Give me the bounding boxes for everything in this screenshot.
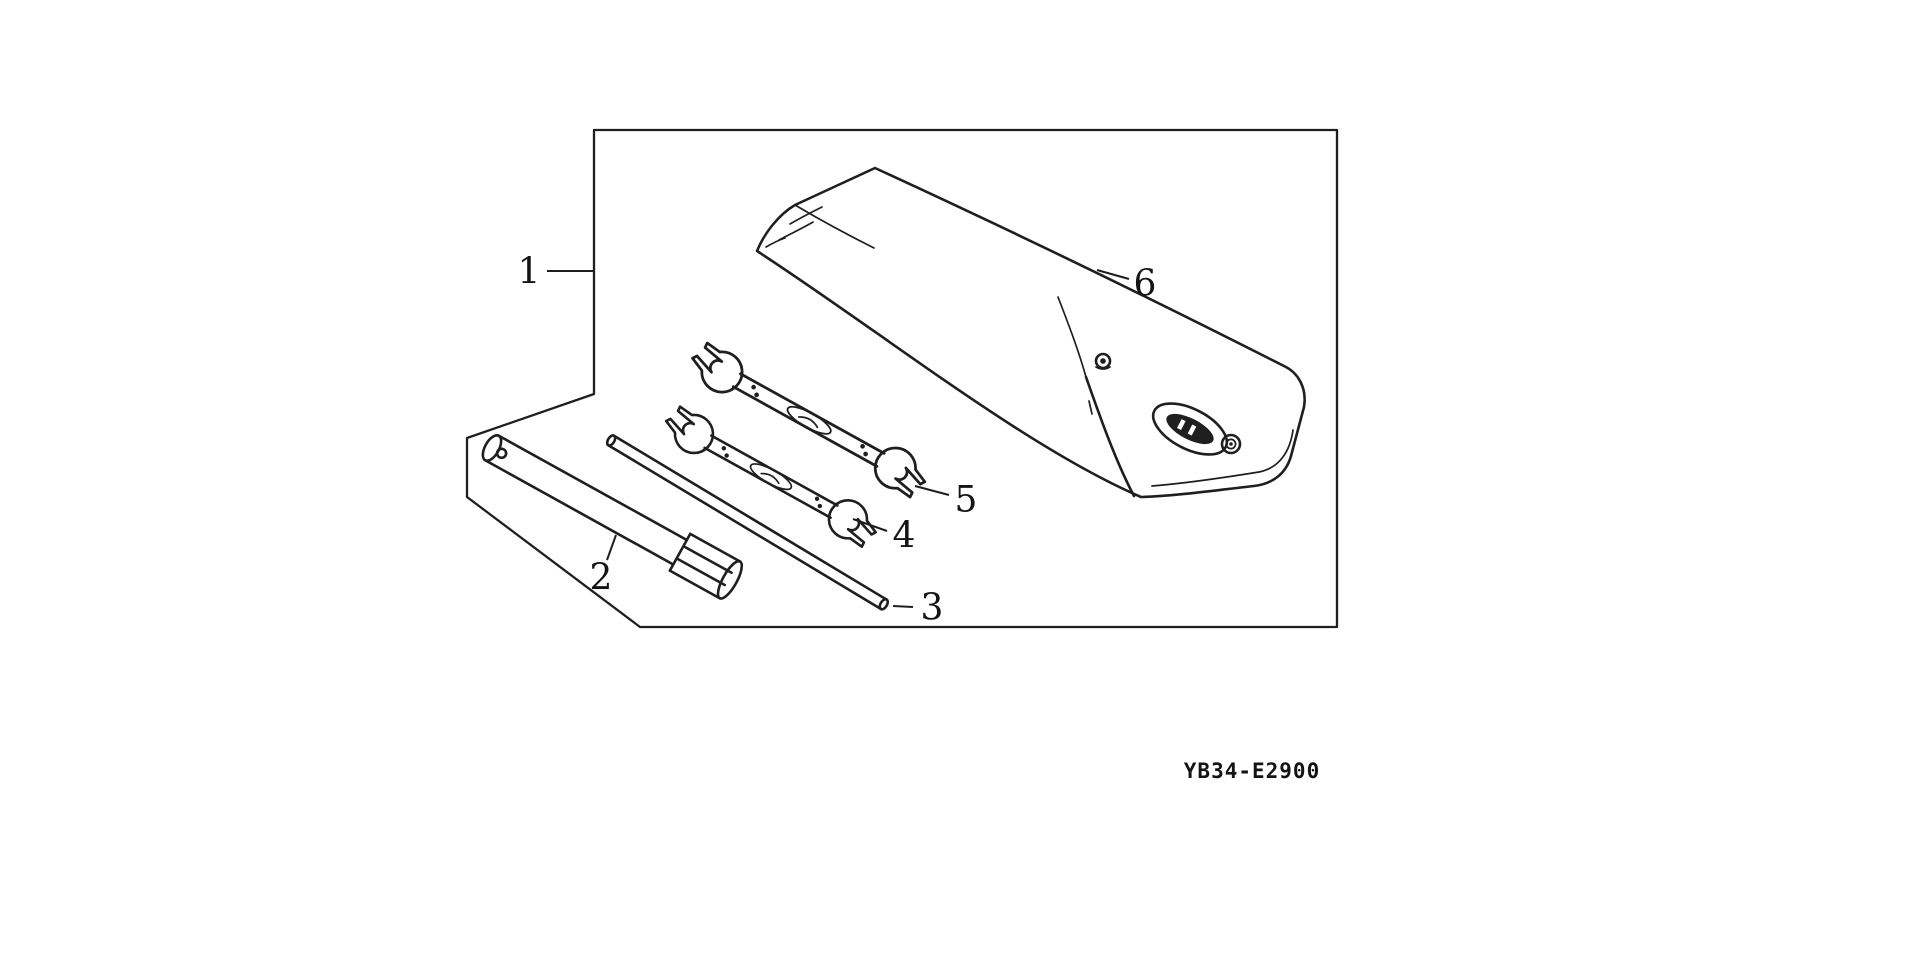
- tube-body: [483, 434, 689, 566]
- logo-letter: [1177, 419, 1186, 431]
- diagram-code: YB34-E2900: [1184, 759, 1320, 783]
- size-stamp-dot: [724, 453, 729, 458]
- snap-stud: [1094, 352, 1112, 370]
- size-stamp-dot: [721, 446, 727, 451]
- part-1-toolkit-outline: [465, 128, 1339, 629]
- snap-back-dot: [1229, 442, 1233, 446]
- size-stamp-dot: [751, 384, 756, 390]
- wrench-stamp-oval: [749, 463, 793, 491]
- bag-flap-stitch: [1151, 429, 1294, 487]
- part-4-open-end-wrench-small-drawing: [658, 398, 884, 555]
- socket-body: [668, 532, 742, 600]
- part-6-tool-bag-drawing: [755, 166, 1306, 499]
- logo-oval: [1151, 402, 1229, 456]
- bag-wrinkle: [789, 206, 823, 225]
- size-stamp-dot: [817, 503, 823, 509]
- leader-line-2: [606, 534, 617, 561]
- part-label-6: 6: [1134, 264, 1157, 305]
- leader-line-5: [914, 485, 950, 496]
- wrench-stamp-oval: [786, 405, 832, 435]
- size-stamp-dot: [814, 496, 820, 501]
- callouts: 1 2 3 4 5 6 YB34-E2900: [518, 252, 1320, 784]
- part-label-4: 4: [893, 516, 916, 557]
- part-label-3: 3: [921, 588, 944, 629]
- part-label-1: 1: [518, 252, 541, 293]
- bag-wrinkle: [1057, 296, 1087, 378]
- tube-hole: [495, 447, 508, 460]
- socket-shoulder: [668, 532, 692, 572]
- part-2-spark-plug-wrench-drawing: [481, 433, 744, 600]
- socket-end: [716, 559, 744, 600]
- wrench-stamp-mark: [797, 416, 819, 429]
- size-stamp-dot: [860, 443, 865, 449]
- bar-body: [607, 434, 888, 611]
- bag-outline: [755, 166, 1306, 499]
- logo-letter: [1187, 424, 1197, 436]
- bar-end-left: [605, 434, 617, 447]
- snap-stud-center: [1100, 358, 1106, 364]
- part-label-5: 5: [955, 480, 978, 521]
- brand-logo: [1151, 402, 1229, 456]
- snap-stud-base: [1095, 366, 1111, 370]
- part-label-2: 2: [590, 558, 613, 599]
- flap-mark: [1088, 400, 1093, 415]
- leader-line-6: [1096, 269, 1130, 280]
- bar-end-right: [878, 597, 890, 611]
- size-stamp-dot: [863, 451, 868, 457]
- bag-wrinkle: [765, 237, 786, 248]
- part-3-bar-drawing: [605, 434, 890, 611]
- leader-line-3: [892, 605, 914, 608]
- snap-back-inner: [1225, 438, 1237, 450]
- bag-flap-curve: [1084, 375, 1136, 498]
- bag-wrinkle: [778, 221, 814, 241]
- size-stamp-dot: [754, 392, 759, 398]
- bag-fold-line: [794, 204, 875, 249]
- leader-line-4: [852, 518, 888, 532]
- part-5-open-end-wrench-large-drawing: [684, 334, 933, 506]
- wrench-stamp-mark: [760, 472, 780, 485]
- diagram-line-art: [465, 128, 1339, 629]
- snap-back-outer: [1220, 433, 1242, 455]
